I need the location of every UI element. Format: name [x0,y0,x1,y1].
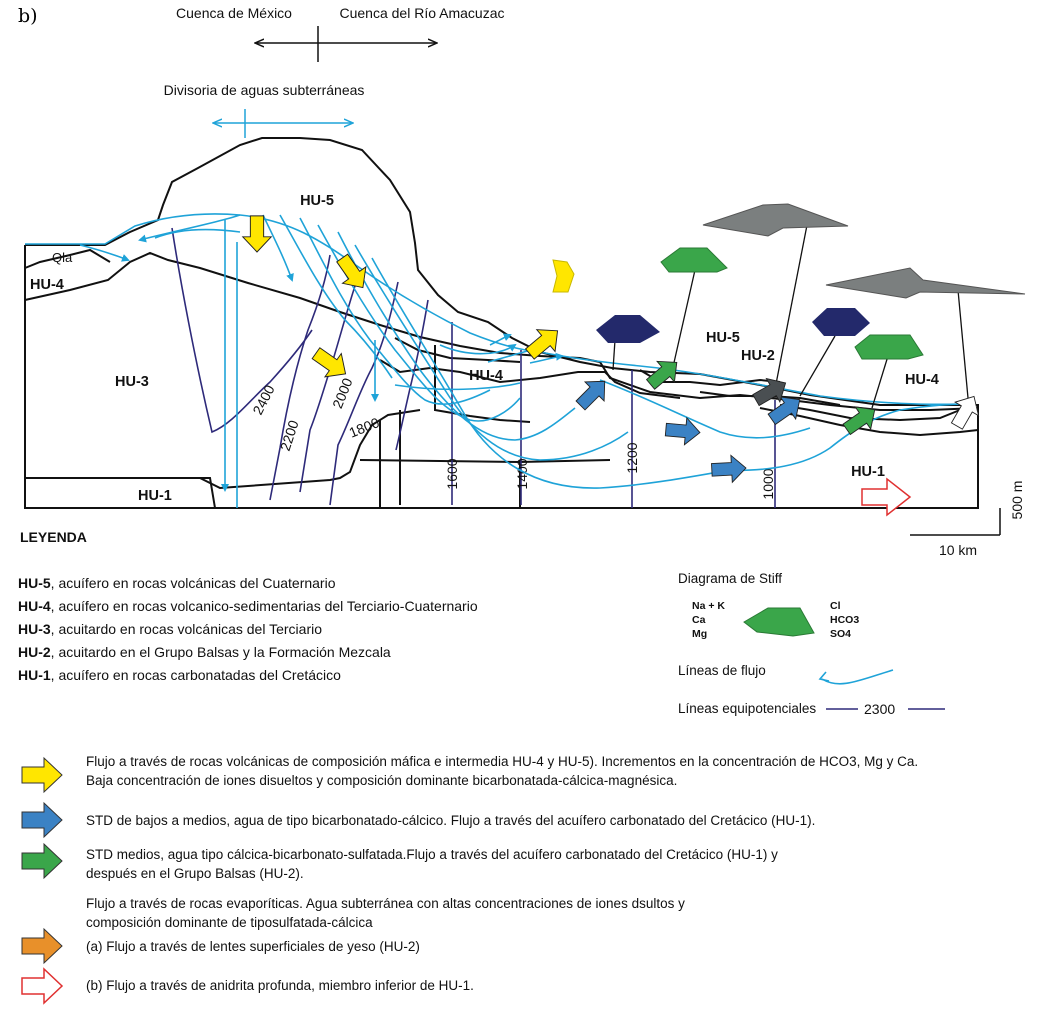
stiff-cation: Mg [692,628,707,640]
unit-legend: HU-5, acuífero en rocas volcánicas del C… [18,575,478,683]
evaporite-intro: composición dominante de tiposulfatada-c… [86,915,373,930]
panel-label: b) [18,5,38,27]
equipotential-label: 2000 [329,375,356,410]
equipotential-label: 2400 [249,382,277,417]
right-basin-label: Cuenca del Río Amacuzac [340,5,505,21]
groundwater-divide-label: Divisoria de aguas subterráneas [164,82,365,98]
arrow-legend-text: después en el Grupo Balsas (HU-2). [86,866,304,881]
unit-code: HU-4 [18,598,51,614]
flow-lines-legend-label: Líneas de flujo [678,663,766,678]
stiff-navy-2 [812,308,870,336]
unit-label-hu4: HU-4 [30,277,64,293]
svg-text:HU-4, acuífero en rocas volcan: HU-4, acuífero en rocas volcanico-sedime… [18,598,478,614]
unit-code: HU-5 [18,575,51,591]
vertical-scale-label: 500 m [1009,481,1025,520]
svg-text:HU-2, acuitardo en el Grupo Ba: HU-2, acuitardo en el Grupo Balsas y la … [18,644,391,660]
horizontal-scale-label: 10 km [939,542,977,558]
unit-label-hu4-right: HU-4 [905,372,939,388]
stiff-yellow [552,259,575,293]
equipotential-example-value: 2300 [864,701,895,717]
basin-divide-marker [256,26,436,62]
equipotential-1800 [329,281,399,506]
scale-bars: 500 m 10 km [910,481,1025,558]
unit-label-hu5: HU-5 [300,193,334,209]
stiff-green-1 [660,247,728,273]
blue-arrow-swatch [21,801,63,839]
unit-label-hu2: HU-2 [741,348,775,364]
section-arrows [242,215,987,517]
green-arrow-swatch [21,842,63,880]
stiff-diagrams [552,203,1026,409]
equipotential-label: 1200 [624,442,640,473]
arrow-a-text: (a) Flujo a través de lentes superficial… [86,939,420,954]
flow-lines [25,213,971,508]
stiff-green-2 [854,334,924,360]
stiff-anion: HCO3 [830,614,859,626]
stiff-anion: SO4 [830,628,851,640]
stiff-legend: Diagrama de Stiff Na + K Ca Mg Cl HCO3 S… [678,571,945,717]
orange-arrow-swatch [21,927,63,965]
stiff-anion: Cl [830,600,841,612]
stiff-cation: Na + K [692,600,725,612]
unit-desc: , acuífero en rocas volcánicas del Cuate… [51,575,336,591]
arrow-legend: Flujo a través de rocas volcánicas de co… [21,754,918,1005]
arrow-legend-text: Baja concentración de iones disueltos y … [86,773,677,788]
unit-label-hu5-right: HU-5 [706,330,740,346]
stiff-example-shape [743,607,815,637]
groundwater-divide-marker [214,109,352,138]
unit-label-hu4-mid: HU-4 [469,368,503,384]
equipotential-label: 1600 [444,458,460,489]
unit-desc: , acuífero en rocas carbonatadas del Cre… [51,667,341,683]
equipotential-2400 [171,227,313,434]
equipotential-label: 2200 [277,418,302,453]
left-basin-label: Cuenca de México [176,5,292,21]
stiff-cation: Ca [692,614,706,626]
equipotential-1800b [395,299,429,451]
unit-label-hu3: HU-3 [115,374,149,390]
equipotential-label: 1000 [760,468,776,499]
svg-text:HU-1, acuífero en rocas carbon: HU-1, acuífero en rocas carbonatadas del… [18,667,341,683]
unit-label-hu1-right: HU-1 [851,464,885,480]
unit-label-hu1: HU-1 [138,488,172,504]
arrow-legend-text: STD de bajos a medios, agua de tipo bica… [86,813,815,828]
yellow-arrow-swatch [21,756,63,794]
svg-text:HU-5, acuífero en rocas volcán: HU-5, acuífero en rocas volcánicas del C… [18,575,336,591]
unit-desc: , acuitardo en rocas volcánicas del Terc… [51,621,323,637]
unit-code: HU-3 [18,621,51,637]
arrow-legend-text: STD medios, agua tipo cálcica-bicarbonat… [86,847,778,862]
arrow-legend-text: Flujo a través de rocas volcánicas de co… [86,754,918,769]
unit-code: HU-2 [18,644,51,660]
qla-label: Qla [52,250,73,265]
stiff-navy-1 [596,315,660,343]
unit-desc: , acuífero en rocas volcanico-sedimentar… [51,598,478,614]
flow-line-sample [821,669,894,685]
legend-title: LEYENDA [20,529,87,545]
equipotential-2200 [269,254,331,501]
red-outline-arrow-swatch [21,967,64,1005]
equipotential-legend-label: Líneas equipotenciales [678,701,816,716]
unit-desc: , acuitardo en el Grupo Balsas y la Form… [51,644,391,660]
unit-code: HU-1 [18,667,51,683]
stiff-title: Diagrama de Stiff [678,571,782,586]
evaporite-intro: Flujo a través de rocas evaporíticas. Ag… [86,896,685,911]
stiff-gray-2 [825,267,1026,299]
arrow-b-text: (b) Flujo a través de anidrita profunda,… [86,978,474,993]
svg-text:HU-3, acuitardo en rocas volcá: HU-3, acuitardo en rocas volcánicas del … [18,621,322,637]
stiff-gray-1 [702,203,849,237]
equipotential-label: 1400 [514,458,530,489]
deep-anhydrite-arrow [861,477,912,517]
